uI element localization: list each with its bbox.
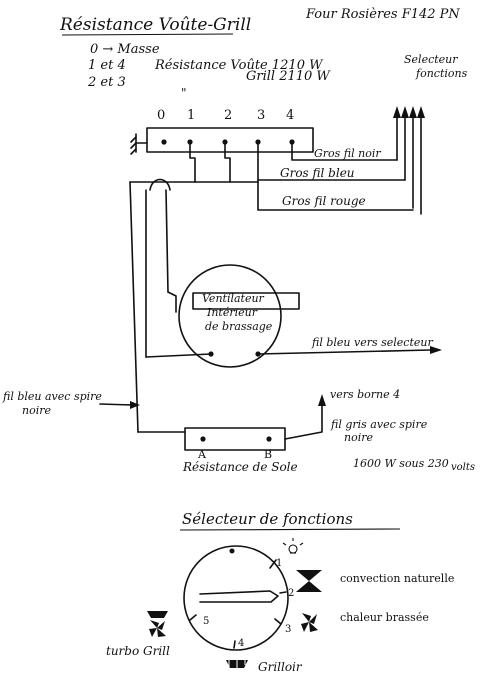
turbo-grill-label: turbo Grill <box>106 644 170 658</box>
fan-label-2: Intérieur <box>206 306 258 319</box>
selector-title-underline <box>179 528 401 531</box>
fan-bracket <box>192 292 300 310</box>
grey-spiral-label-1: fil gris avec spire <box>330 418 428 431</box>
fan-motor <box>178 264 282 368</box>
ground-symbol <box>130 133 148 155</box>
turbo-grill-icon <box>147 611 168 637</box>
selector-pos-4: 4 <box>238 638 244 649</box>
wire-grey <box>284 405 323 440</box>
sole-terminal-b <box>266 436 272 442</box>
grill-label: Grilloir <box>258 660 303 674</box>
jumper-2 <box>224 141 231 183</box>
selector-pointer <box>199 590 279 603</box>
selector-pos-5: 5 <box>203 616 209 627</box>
blue-spiral-label-1: fil bleu avec spire <box>2 390 102 403</box>
blue-spiral-arrow <box>130 401 140 409</box>
selector-mark-off <box>229 548 235 554</box>
wire-red-label: Gros fil rouge <box>282 194 366 208</box>
sole-power-label: 1600 W sous 230 <box>353 457 449 470</box>
legend-line1: 0 → Masse <box>90 42 160 57</box>
grey-wire-arrow <box>318 394 326 406</box>
wire-red <box>257 179 414 211</box>
blue-spiral-pointer <box>99 403 133 406</box>
blue-spiral-label-2: noire <box>22 404 51 417</box>
terminal-number-3: 3 <box>257 108 265 123</box>
grey-spiral-label-2: noire <box>344 431 373 444</box>
selector-pos-2: 2 <box>288 588 294 599</box>
wire-crossing <box>149 178 171 191</box>
wire-fan-in <box>145 353 212 358</box>
convection-label: convection naturelle <box>340 572 454 585</box>
oven-model: Four Rosières F142 PN <box>305 7 460 22</box>
terminal-number-1: 1 <box>187 108 195 123</box>
legend-line2-mid: Résistance Voûte 1210 W <box>154 58 324 73</box>
terminal-block <box>146 127 314 153</box>
grill-icon <box>226 660 248 668</box>
wire-fan-bracket <box>167 291 177 313</box>
selector-knob <box>183 545 289 651</box>
selector-tick-2 <box>279 591 287 594</box>
jumper-1 <box>189 141 196 183</box>
fan-label-3: de brassage <box>205 320 273 333</box>
selector-pos-3: 3 <box>285 624 291 635</box>
selector-section-title: Sélecteur de fonctions <box>182 510 353 528</box>
sole-terminal-b-label: B <box>264 448 272 461</box>
selector-tick-5 <box>189 614 197 621</box>
selector-label-2: fonctions <box>415 67 468 80</box>
selector-label-1: Selecteur <box>404 53 458 66</box>
wire-fan-ground <box>165 189 169 293</box>
terminal-number-2: 2 <box>224 108 232 123</box>
legend-line3-mid: Grill 2110 W <box>246 69 331 84</box>
diagram-title: Résistance Voûte-Grill <box>59 15 251 35</box>
selector-pos-1: 1 <box>276 558 282 569</box>
sole-label: Résistance de Sole <box>182 460 298 474</box>
wire-left-vertical <box>129 181 139 433</box>
legend-line2-left: 1 et 4 <box>88 58 126 73</box>
lamp-icon <box>282 538 304 554</box>
terminal-screws <box>161 139 295 145</box>
title-underline <box>61 33 234 36</box>
fan-heat-icon <box>301 613 318 632</box>
wire-blue-label: Gros fil bleu <box>280 166 355 180</box>
terminal-numbers: 0 1 2 3 4 <box>157 108 294 123</box>
sole-terminal-a-label: A <box>197 448 207 461</box>
wire-black-label: Gros fil noir <box>314 147 381 160</box>
selector-arrows <box>393 106 425 215</box>
selector-tick-1 <box>269 559 277 569</box>
legend-line3-left: 2 et 3 <box>87 75 126 90</box>
wire-fan-out <box>257 349 431 355</box>
fan-label-1: Ventilateur <box>202 292 265 305</box>
selector-tick-4 <box>233 640 236 649</box>
convection-icon <box>296 570 322 592</box>
to-terminal4-label: vers borne 4 <box>330 388 400 401</box>
terminal-number-4: 4 <box>286 108 294 123</box>
sole-terminal-a <box>200 436 206 442</box>
fan-heat-label: chaleur brassée <box>340 611 429 624</box>
blue-to-selector-label: fil bleu vers selecteur <box>311 336 433 349</box>
legend-ditto: " <box>181 86 187 100</box>
selector-tick-3 <box>274 618 282 625</box>
sole-power-unit: volts <box>451 462 475 473</box>
wire-black <box>291 141 398 161</box>
terminal-number-0: 0 <box>157 108 165 123</box>
fan-out-arrow <box>430 346 442 354</box>
